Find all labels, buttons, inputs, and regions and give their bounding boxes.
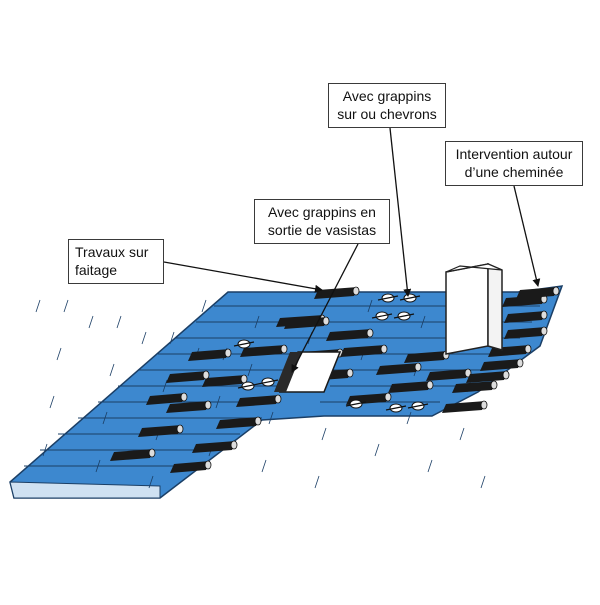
callout-arrow-icon [513, 185, 541, 287]
roof-ladder-icon [138, 424, 184, 437]
roof-ladder-icon [166, 400, 212, 413]
tile-joint-line [268, 411, 274, 425]
roof-ladder-icon [110, 448, 156, 461]
roof-ladder-icon [202, 374, 248, 387]
grapple-hook-icon [345, 399, 367, 409]
tile-joint-line [427, 459, 433, 473]
roof-ladder-icon [388, 380, 434, 393]
callout-vasistas-line1: Avec grappins en [268, 204, 376, 220]
roof-edge-strip [9, 481, 161, 499]
callout-cheminee-line1: Intervention autour [455, 146, 573, 162]
tile-joint-line [420, 315, 426, 329]
tile-joint-line [109, 363, 115, 377]
roof-ladder-icon [188, 348, 232, 361]
tile-joint-line [254, 315, 260, 329]
roof-ladder-icon [452, 380, 498, 393]
roof-ladder-icon [442, 400, 488, 413]
roof-ladder-icon [340, 344, 388, 357]
grapple-hooks [233, 293, 429, 413]
roof-ladder-icon [216, 416, 262, 429]
tile-joint-line [215, 395, 221, 409]
roof-ladder-icon [504, 326, 548, 339]
callout-arrow-icon [291, 243, 359, 373]
roof-ladder-icon [314, 286, 360, 299]
tile-joint-line [63, 299, 69, 313]
tile-joint-line [314, 475, 320, 489]
roof-ladder-icon [404, 350, 450, 363]
callout-cheminee: Intervention autour d’une cheminée [445, 141, 583, 186]
tile-joint-line [49, 395, 55, 409]
roof-ladder-icon [480, 358, 524, 371]
callout-arrows [163, 127, 541, 373]
tile-joint-line [56, 347, 62, 361]
tile-joint-line [321, 427, 327, 441]
grapple-hook-icon [237, 381, 259, 391]
callout-vasistas-line2: sortie de vasistas [267, 222, 377, 238]
roof-ladder-icon [426, 368, 472, 381]
tile-joint-line [141, 331, 147, 345]
callout-arrow-icon [163, 261, 323, 293]
tile-joint-line [162, 379, 168, 393]
roof-ladder-icon [170, 460, 212, 473]
tile-joint-line [42, 443, 48, 457]
callout-faitage: Travaux sur faitage [68, 239, 164, 284]
grapple-hook-icon [377, 293, 399, 303]
roof-ladder-icon [192, 440, 238, 453]
tile-joint-line [374, 443, 380, 457]
tile-joint-line [148, 475, 154, 489]
roof-ladder-icon [326, 328, 374, 341]
callout-faitage-line1: Travaux sur [75, 244, 149, 260]
skylight-frame [274, 352, 302, 392]
tile-joint-line [95, 459, 101, 473]
callout-chevrons: Avec grappins sur ou chevrons [328, 83, 446, 128]
grapple-hook-icon [233, 339, 255, 349]
tile-joint-line [102, 411, 108, 425]
grapple-hook-icon [371, 311, 393, 321]
tile-joint-line [247, 363, 253, 377]
tile-joint-line [261, 459, 267, 473]
tile-joint-line [459, 427, 465, 441]
roof-ladder-icon [376, 362, 422, 375]
tile-joint-line [88, 315, 94, 329]
chimney-icon [445, 262, 503, 355]
tile-joint-line [35, 299, 41, 313]
grapple-hook-icon [393, 311, 415, 321]
grapple-hook-icon [257, 377, 279, 387]
callout-chevrons-line2: sur ou chevrons [337, 106, 437, 122]
callout-faitage-line2: faitage [75, 262, 118, 278]
roof-ladder-icon [240, 344, 288, 357]
grapple-hook-icon [385, 403, 407, 413]
tile-joint-line [169, 331, 175, 345]
roof-ladder-icon [166, 370, 210, 383]
tile-joint-line [480, 475, 486, 489]
roof-ladder-icon [146, 392, 188, 405]
tile-joint-line [406, 411, 412, 425]
roof-ladder-icon [504, 310, 548, 323]
callout-cheminee-line2: d’une cheminée [464, 164, 564, 180]
callout-chevrons-line1: Avec grappins [342, 88, 432, 104]
callout-vasistas: Avec grappins en sortie de vasistas [254, 199, 390, 244]
tile-joint-line [116, 315, 122, 329]
roof-ladder-icon [236, 394, 282, 407]
roof-ladder-icon [516, 286, 560, 299]
tile-joint-line [367, 299, 373, 313]
tile-joint-line [201, 299, 207, 313]
callout-arrow-icon [389, 127, 412, 297]
roof-ladder-icon [502, 294, 548, 307]
roof-ladder-icon [284, 316, 330, 329]
grapple-hook-icon [407, 401, 429, 411]
roof-ladder-icon [466, 370, 510, 383]
